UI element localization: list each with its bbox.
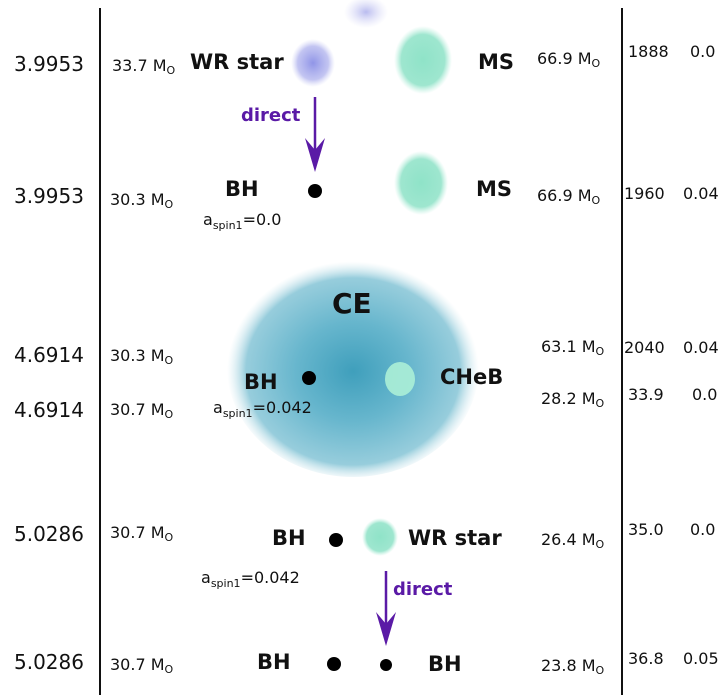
time-3: 4.6914 (14, 343, 84, 367)
col-a-5: 35.0 (628, 520, 664, 539)
bh-dot-2 (308, 184, 322, 198)
ms-star-2 (394, 151, 448, 215)
time-2: 3.9953 (14, 184, 84, 208)
time-4: 4.6914 (14, 398, 84, 422)
bh-dot-6b (380, 659, 392, 671)
col-b-3: 0.04 (683, 338, 719, 357)
time-5: 5.0286 (14, 522, 84, 546)
direct-arrow-1 (305, 97, 325, 172)
mass1-4: 30.7 MO (110, 400, 174, 421)
right-divider (621, 8, 623, 695)
wr-star-5 (362, 518, 398, 556)
mass1-1: 33.7 MO (112, 56, 176, 77)
col-a-6: 36.8 (628, 649, 664, 668)
direct-label-1: direct (241, 105, 301, 126)
cheb-star (385, 362, 415, 396)
mass2-5: 26.4 MO (541, 530, 605, 551)
star1-label-4: BH (244, 370, 278, 394)
mass1-5: 30.7 MO (110, 523, 174, 544)
col-b-5: 0.0 (690, 520, 716, 539)
bh-dot-5 (329, 533, 343, 547)
star1-label-2: BH (225, 177, 259, 201)
spin-label-4: aspin1=0.042 (213, 398, 312, 421)
ce-label: CE (332, 287, 372, 320)
col-a-1: 1888 (628, 42, 669, 61)
star2-label-5: WR star (408, 526, 502, 550)
col-b-6: 0.05 (683, 649, 719, 668)
spin-label-2: aspin1=0.0 (203, 210, 282, 233)
spin-label-5: aspin1=0.042 (201, 568, 300, 591)
time-1: 3.9953 (14, 52, 84, 76)
mass2-6: 23.8 MO (541, 656, 605, 677)
star2-label-6: BH (428, 652, 462, 676)
col-b-1: 0.0 (690, 42, 716, 61)
mass2-3: 63.1 MO (541, 337, 605, 358)
col-b-2: 0.04 (683, 184, 719, 203)
star1-label-6: BH (257, 650, 291, 674)
col-a-4: 33.9 (628, 385, 664, 404)
mass1-3: 30.3 MO (110, 346, 174, 367)
mass2-4: 28.2 MO (541, 389, 605, 410)
star2-label-2: MS (476, 177, 513, 201)
mass1-2: 30.3 MO (110, 190, 174, 211)
time-6: 5.0286 (14, 650, 84, 674)
bh-dot-3 (302, 371, 316, 385)
mass2-2: 66.9 MO (537, 186, 601, 207)
star1-label-5: BH (272, 526, 306, 550)
star2-label-1: MS (478, 50, 515, 74)
wr-star-1 (291, 39, 335, 87)
star2-label-4: CHeB (440, 365, 504, 389)
bh-dot-6a (327, 657, 341, 671)
faint-star-top (344, 0, 388, 28)
common-envelope (227, 257, 479, 477)
left-divider (99, 8, 101, 695)
mass2-1: 66.9 MO (537, 49, 601, 70)
col-a-2: 1960 (624, 184, 665, 203)
ms-star-1 (394, 26, 452, 94)
direct-arrow-2 (376, 571, 396, 646)
col-b-4: 0.0 (692, 385, 718, 404)
direct-label-2: direct (393, 579, 453, 600)
mass1-6: 30.7 MO (110, 655, 174, 676)
col-a-3: 2040 (624, 338, 665, 357)
star1-label-1: WR star (190, 50, 284, 74)
